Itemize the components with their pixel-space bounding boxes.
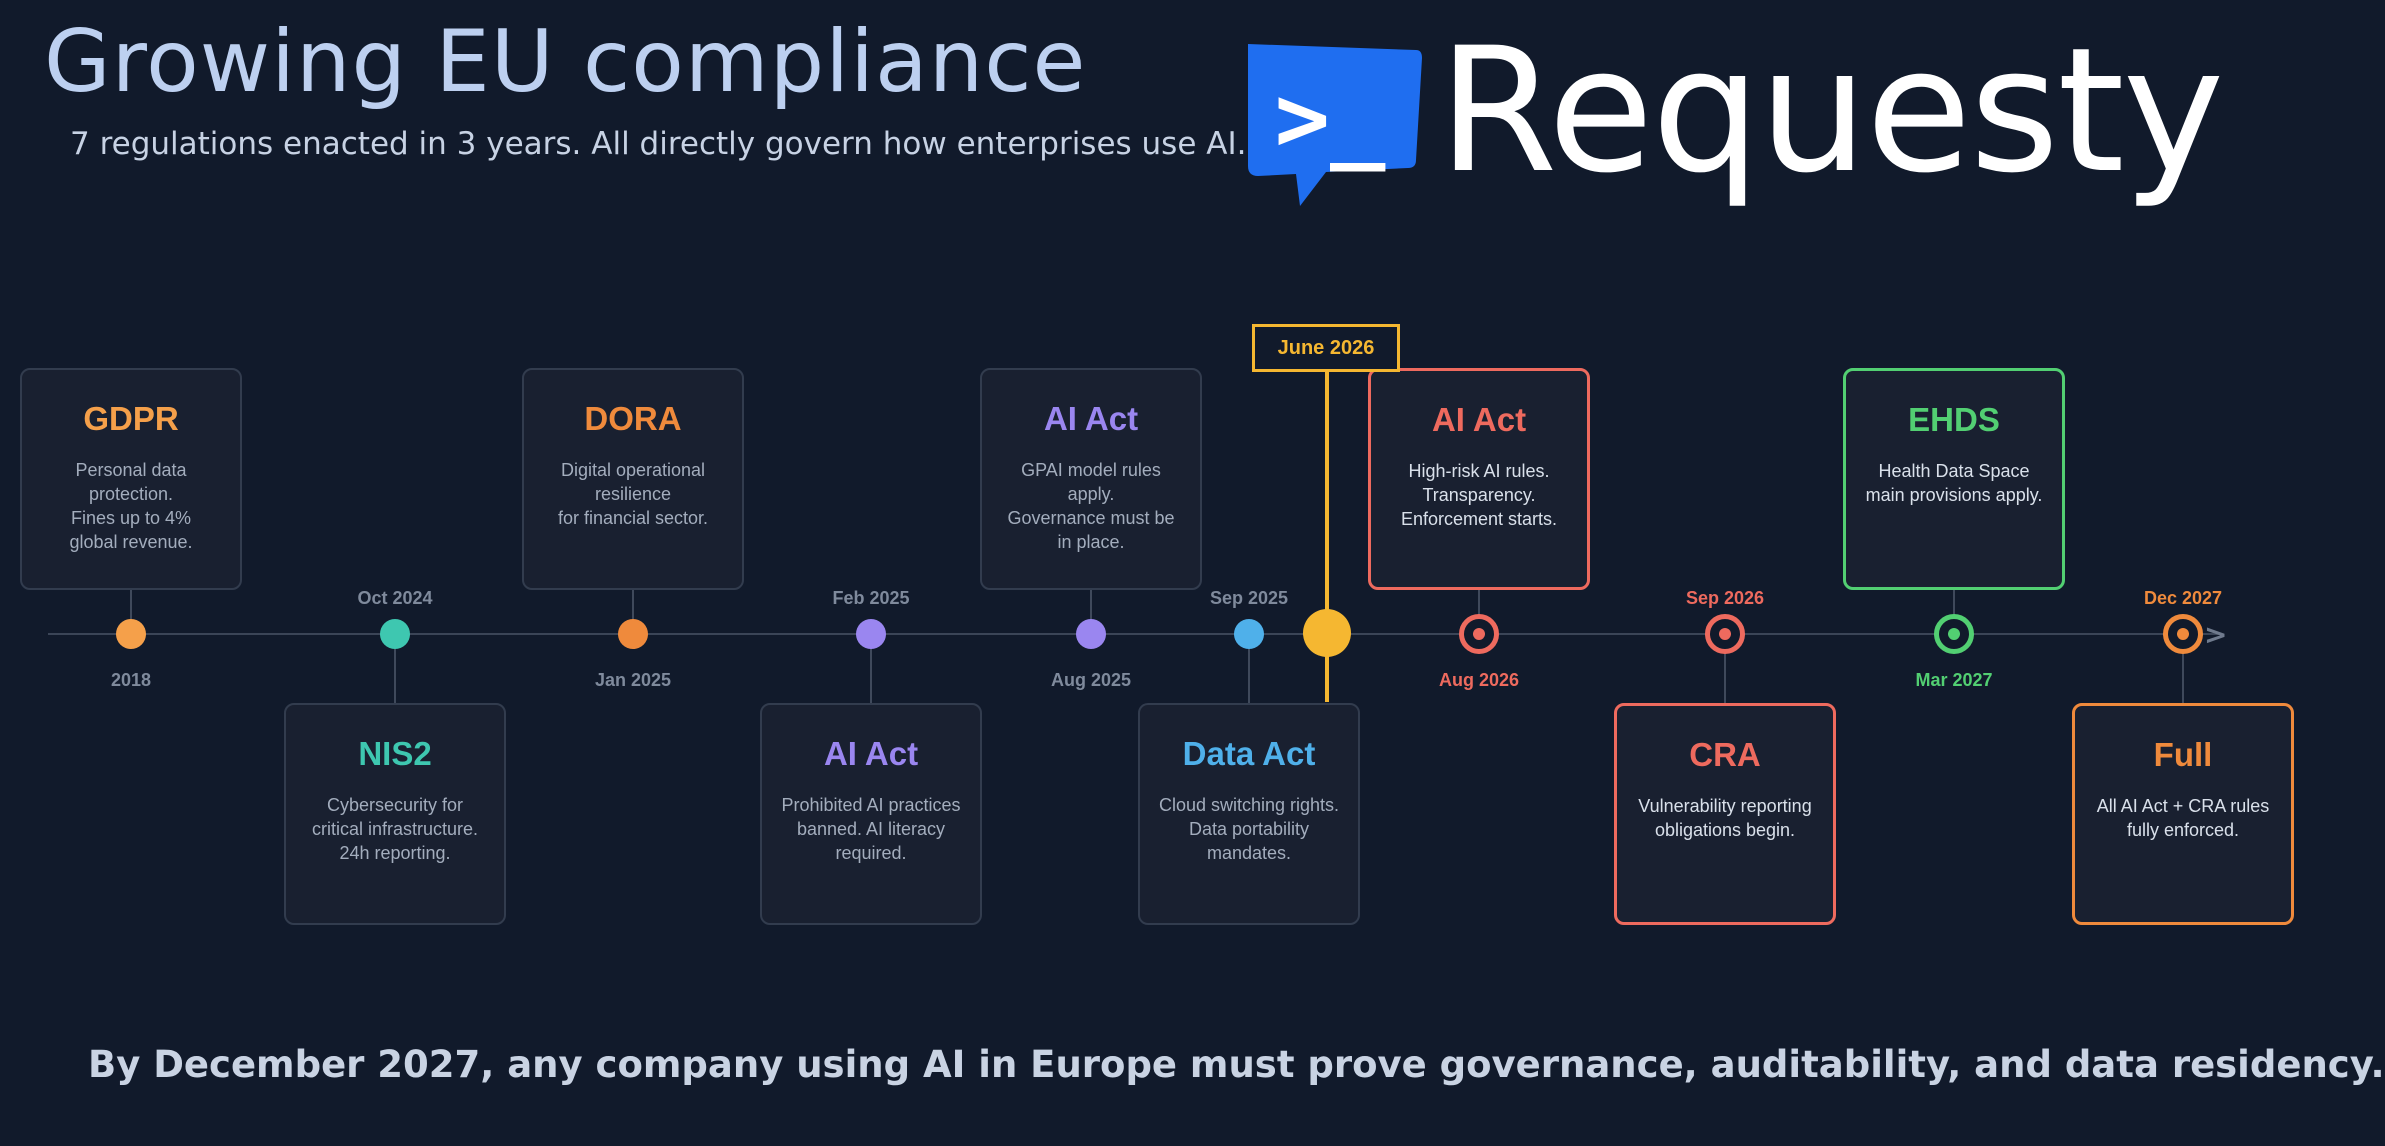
timeline-marker-ring <box>1459 614 1499 654</box>
page-subtitle: 7 regulations enacted in 3 years. All di… <box>70 126 1247 162</box>
event-title: Data Act <box>1182 735 1316 772</box>
logo-icon-text: >_ <box>1275 65 1386 172</box>
event-title: AI Act <box>1431 401 1527 438</box>
timeline-connector <box>870 634 872 703</box>
current-date-line <box>1325 372 1329 702</box>
timeline-marker <box>380 619 410 649</box>
terminal-chat-icon: >_ <box>1248 44 1422 206</box>
timeline-marker <box>1076 619 1106 649</box>
event-description: High-risk AI rules. Transparency. Enforc… <box>1400 461 1558 529</box>
event-description: Digital operational resilience for finan… <box>557 460 709 528</box>
event-title: DORA <box>584 400 682 437</box>
timeline-connector <box>394 634 396 703</box>
event-title: GDPR <box>83 400 179 437</box>
current-date-label: June 2026 <box>1252 324 1400 372</box>
timeline-date: Sep 2026 <box>1685 588 1765 608</box>
event-title: EHDS <box>1908 401 2000 438</box>
brand-name: Requesty <box>1438 10 2224 211</box>
timeline-marker <box>116 619 146 649</box>
timeline-marker <box>618 619 648 649</box>
timeline-connector <box>1248 634 1250 703</box>
event-description: Health Data Space main provisions apply. <box>1865 461 2043 505</box>
event-title: AI Act <box>1043 400 1139 437</box>
event-card: CRA Vulnerability reporting obligations b… <box>1614 703 1836 925</box>
timeline-connector <box>1090 590 1092 634</box>
event-description: Prohibited AI practices banned. AI liter… <box>781 795 961 863</box>
timeline-date: Jan 2025 <box>594 670 672 690</box>
timeline-date: Sep 2025 <box>1209 588 1289 608</box>
timeline-connector <box>632 590 634 634</box>
event-description: Cybersecurity for critical infrastructur… <box>311 795 479 863</box>
timeline-connector <box>1953 590 1955 634</box>
page-title: Growing EU compliance <box>44 12 1087 112</box>
brand-logo: >_ Requesty <box>1238 10 2258 211</box>
timeline-marker <box>856 619 886 649</box>
timeline-marker-ring <box>1934 614 1974 654</box>
event-description: Cloud switching rights. Data portability… <box>1158 795 1340 863</box>
timeline-connector <box>130 590 132 634</box>
event-title: CRA <box>1689 736 1761 773</box>
event-card: EHDS Health Data Space main provisions ap… <box>1843 368 2065 590</box>
timeline-date: Dec 2027 <box>2143 588 2223 608</box>
timeline-date: Aug 2026 <box>1438 670 1520 690</box>
event-description: Personal data protection. Fines up to 4%… <box>69 460 193 552</box>
event-description: All AI Act + CRA rules fully enforced. <box>2096 796 2270 840</box>
event-title: AI Act <box>823 735 919 772</box>
event-title: NIS2 <box>358 735 432 772</box>
timeline-marker-ring <box>1705 614 1745 654</box>
footer-statement: By December 2027, any company using AI i… <box>88 1043 2385 1086</box>
timeline-marker-ring <box>2163 614 2203 654</box>
current-date-marker <box>1303 609 1351 657</box>
event-title: Full <box>2153 736 2213 773</box>
timeline-date: 2018 <box>110 670 152 690</box>
timeline-date: Aug 2025 <box>1050 670 1132 690</box>
timeline-connector <box>1478 590 1480 634</box>
timeline-arrow-icon: > <box>2204 618 2228 651</box>
timeline-axis <box>48 633 2220 635</box>
timeline-connector <box>1724 634 1726 703</box>
timeline-date: Oct 2024 <box>357 588 433 608</box>
timeline-marker <box>1234 619 1264 649</box>
event-card: DORA Digital operational resilience for f… <box>522 368 744 590</box>
timeline-date: Mar 2027 <box>1915 670 1993 690</box>
timeline-connector <box>2182 634 2184 703</box>
event-description: Vulnerability reporting obligations begi… <box>1638 796 1812 840</box>
timeline-date: Feb 2025 <box>832 588 910 608</box>
event-description: GPAI model rules apply. Governance must … <box>1007 460 1175 552</box>
event-card: GDPR Personal data protection. Fines up t… <box>20 368 242 590</box>
